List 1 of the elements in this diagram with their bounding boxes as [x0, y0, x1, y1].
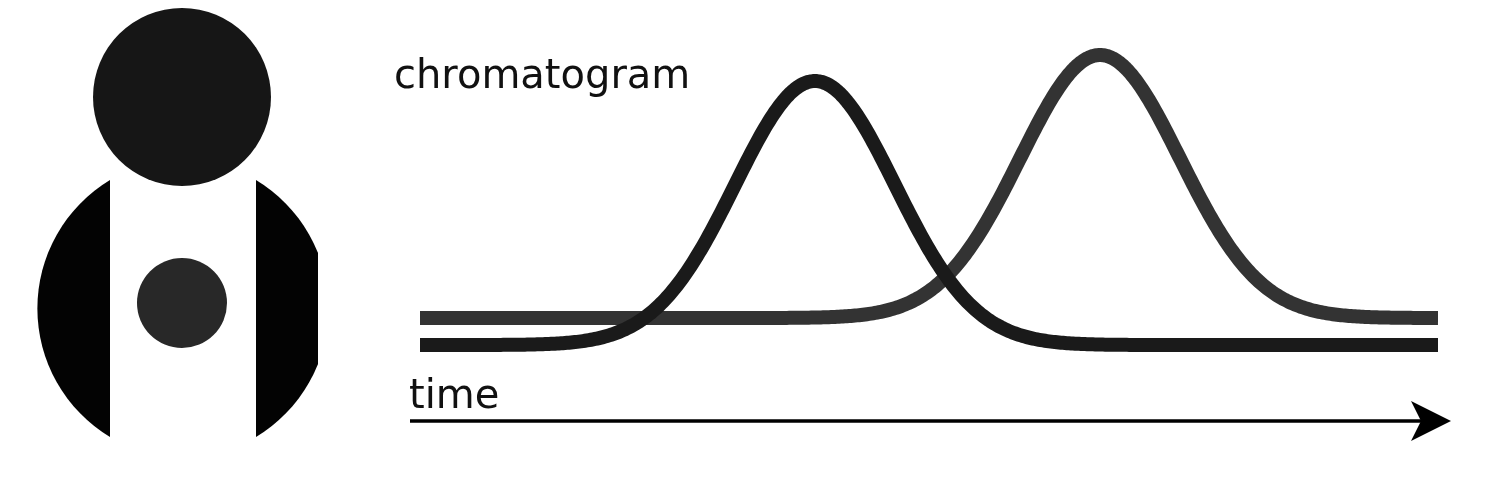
- axis-label: time: [409, 374, 500, 414]
